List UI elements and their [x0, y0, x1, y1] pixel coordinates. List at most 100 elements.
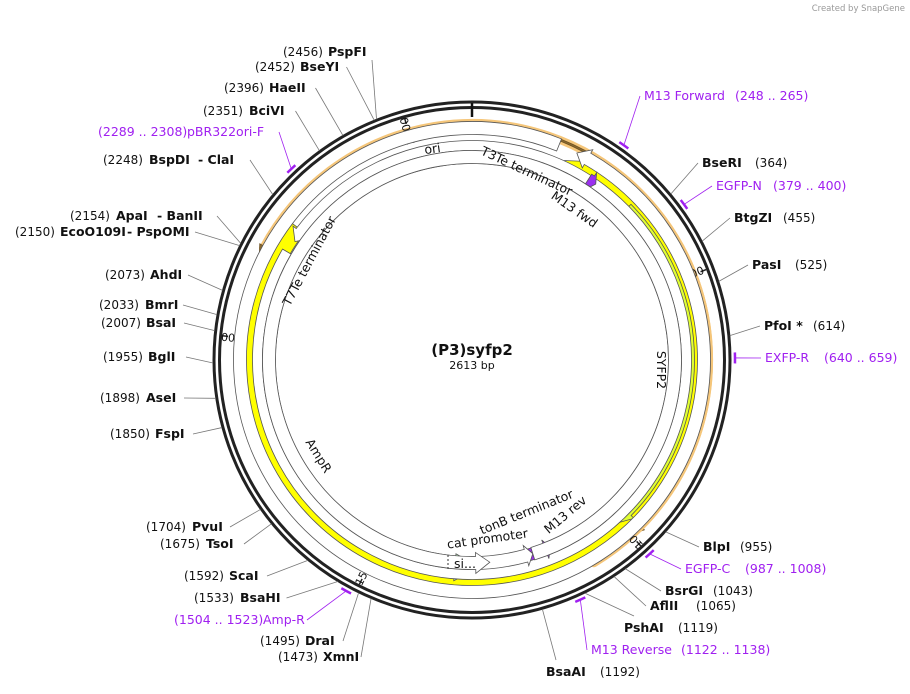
- site-position: (1119): [678, 621, 718, 635]
- site-bsai[interactable]: (2007)BsaI: [101, 315, 176, 330]
- site-name[interactable]: EcoO109I: [60, 224, 126, 239]
- site-leader: [671, 163, 698, 194]
- site-name-2[interactable]: - PspOMI: [127, 224, 190, 239]
- site-name[interactable]: ApaI: [116, 208, 148, 223]
- site-btgzi[interactable]: (455)BtgZI: [734, 210, 815, 225]
- site-name-2[interactable]: - ClaI: [198, 152, 234, 167]
- site-bspdi[interactable]: (2248)BspDI- ClaI: [103, 152, 234, 167]
- site-position: (955): [740, 540, 772, 554]
- site-apai[interactable]: (2154) ApaI - BanII: [70, 208, 203, 223]
- site-leader: [343, 593, 359, 641]
- site-name[interactable]: BglI: [148, 349, 175, 364]
- feature-sublabel: si...: [454, 556, 476, 571]
- site-name[interactable]: PasI: [752, 257, 781, 272]
- site-bcivi[interactable]: (2351)BciVI: [203, 103, 285, 118]
- primer-name[interactable]: M13 Reverse: [591, 642, 672, 657]
- primer-m13-forward[interactable]: (248 .. 265) M13 Forward: [644, 88, 808, 103]
- primer-pbr322ori-f[interactable]: (2289 .. 2308)pBR322ori-F: [98, 124, 264, 139]
- primer-name[interactable]: M13 Forward: [644, 88, 725, 103]
- site-name[interactable]: HaeII: [269, 80, 306, 95]
- site-name[interactable]: BsaHI: [240, 590, 281, 605]
- site-position: (1850): [110, 427, 150, 441]
- site-leader: [296, 111, 320, 151]
- site-bmri[interactable]: (2033) BmrI: [99, 297, 178, 312]
- site-leader: [361, 599, 371, 657]
- primer-name[interactable]: Amp-R: [263, 612, 305, 627]
- site-asei[interactable]: (1898) AseI: [100, 390, 176, 405]
- primer-range: (248 .. 265): [735, 88, 808, 103]
- site-leader: [372, 60, 377, 119]
- site-position: (364): [755, 156, 787, 170]
- site-name[interactable]: AseI: [146, 390, 176, 405]
- site-name[interactable]: DraI: [305, 633, 335, 648]
- site-name[interactable]: XmnI: [323, 649, 359, 664]
- site-bseri[interactable]: (364) BseRI: [702, 155, 787, 170]
- site-leader: [730, 326, 760, 336]
- site-name[interactable]: BciVI: [249, 103, 285, 118]
- site-position: (2154): [70, 209, 110, 223]
- site-bsahi[interactable]: (1533)BsaHI: [194, 590, 281, 605]
- primer-m13-reverse[interactable]: (1122 .. 1138)M13 Reverse: [591, 642, 770, 657]
- primer-amp-r[interactable]: (1504 .. 1523)Amp-R: [174, 612, 305, 627]
- site-name[interactable]: ScaI: [229, 568, 259, 583]
- site-pasi[interactable]: (525)PasI: [752, 257, 827, 272]
- site-leader: [188, 275, 223, 290]
- site-name[interactable]: AflII: [650, 598, 678, 613]
- site-leader: [244, 524, 271, 544]
- site-bsaai[interactable]: (1192)BsaAI: [546, 664, 640, 679]
- site-name[interactable]: FspI: [155, 426, 185, 441]
- site-aflii[interactable]: (1065)AflII: [650, 598, 736, 613]
- plasmid-length: 2613 bp: [449, 359, 494, 372]
- site-name[interactable]: BsaAI: [546, 664, 586, 679]
- site-name[interactable]: TsoI: [206, 536, 234, 551]
- site-haeii[interactable]: (2396)HaeII: [224, 80, 306, 95]
- primer-name[interactable]: EGFP-C: [685, 561, 731, 576]
- site-pfoi[interactable]: (614) PfoI *: [764, 318, 845, 333]
- site-name[interactable]: PshAI: [624, 620, 664, 635]
- site-name[interactable]: BsaI: [146, 315, 176, 330]
- site-name[interactable]: PfoI *: [764, 318, 803, 333]
- site-position: (1675): [160, 537, 200, 551]
- site-name[interactable]: AhdI: [150, 267, 182, 282]
- site-name[interactable]: BlpI: [703, 539, 730, 554]
- site-position: (614): [813, 319, 845, 333]
- site-name[interactable]: BsrGI: [665, 583, 703, 598]
- site-blpi[interactable]: (955) BlpI: [703, 539, 772, 554]
- primer-range: (987 .. 1008): [745, 561, 826, 576]
- primer-range: (640 .. 659): [824, 350, 897, 365]
- site-bsrgi[interactable]: (1043)BsrGI: [665, 583, 753, 598]
- site-xmni[interactable]: (1473)XmnI: [278, 649, 359, 664]
- site-fspi[interactable]: (1850) FspI: [110, 426, 185, 441]
- site-position: (2033): [99, 298, 139, 312]
- site-name[interactable]: BmrI: [145, 297, 178, 312]
- site-name[interactable]: PspFI: [328, 44, 367, 59]
- site-name[interactable]: BspDI: [149, 152, 190, 167]
- site-name-2[interactable]: - BanII: [157, 208, 203, 223]
- site-bgli[interactable]: (1955)BglI: [103, 349, 175, 364]
- site-name[interactable]: BtgZI: [734, 210, 772, 225]
- site-ecoo109i[interactable]: (2150)EcoO109I- PspOMI: [15, 224, 190, 239]
- site-name[interactable]: PvuI: [192, 519, 223, 534]
- site-scai[interactable]: (1592)ScaI: [184, 568, 259, 583]
- site-name[interactable]: BseYI: [300, 59, 339, 74]
- site-bseyi[interactable]: (2452)BseYI: [255, 59, 339, 74]
- primer-range: (379 .. 400): [773, 178, 846, 193]
- site-position: (1898): [100, 391, 140, 405]
- site-pvui[interactable]: (1704)PvuI: [146, 519, 223, 534]
- primer-exfp-r[interactable]: (640 .. 659) EXFP-R: [765, 350, 897, 365]
- site-tsoi[interactable]: (1675) TsoI: [160, 536, 234, 551]
- primer-name[interactable]: pBR322ori-F: [187, 124, 264, 139]
- primer-name[interactable]: EXFP-R: [765, 350, 809, 365]
- site-pspfi[interactable]: (2456)PspFI: [283, 44, 367, 59]
- primer-egfp-n[interactable]: (379 .. 400) EGFP-N: [716, 178, 846, 193]
- site-name[interactable]: BseRI: [702, 155, 742, 170]
- site-ahdi[interactable]: (2073)AhdI: [105, 267, 182, 282]
- primer-leader: [684, 186, 712, 204]
- site-drai[interactable]: (1495)DraI: [260, 633, 335, 648]
- site-pshai[interactable]: (1119) PshAI: [624, 620, 718, 635]
- primer-egfp-c[interactable]: (987 .. 1008) EGFP-C: [685, 561, 826, 576]
- credit-text: Created by SnapGene: [812, 4, 905, 14]
- feature-label: SYFP2: [654, 351, 669, 389]
- primer-name[interactable]: EGFP-N: [716, 178, 762, 193]
